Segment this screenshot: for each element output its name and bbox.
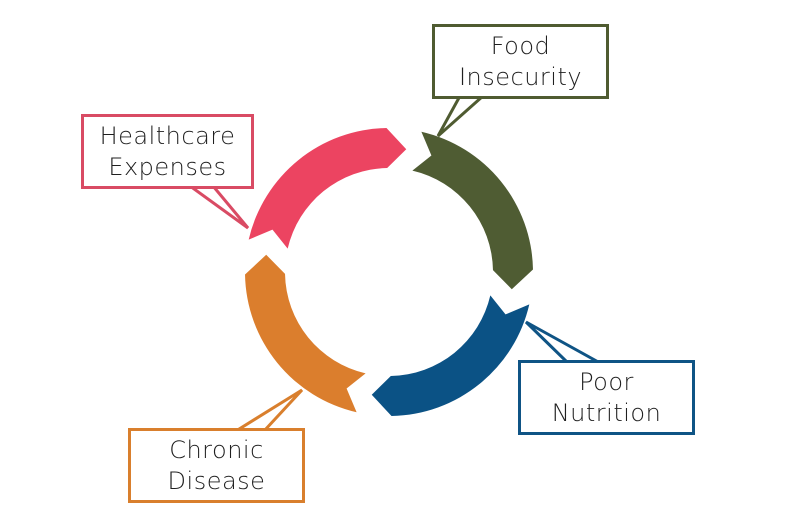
- cycle-arrow-healthcare: [248, 128, 407, 249]
- label-nutrition-line2: Nutrition: [551, 398, 662, 427]
- label-food-insecurity: Food Insecurity: [432, 24, 609, 99]
- label-nutrition-line1: Poor: [579, 367, 634, 396]
- label-food-line2: Insecurity: [458, 62, 583, 91]
- label-chronic-line2: Disease: [167, 466, 266, 495]
- callout-tail-food: [436, 94, 487, 138]
- cycle-arrows: [245, 128, 533, 416]
- label-poor-nutrition: Poor Nutrition: [518, 360, 695, 435]
- cycle-arrow-nutrition: [371, 295, 530, 416]
- label-food-line1: Food: [490, 31, 551, 60]
- label-healthcare-expenses: Healthcare Expenses: [81, 114, 254, 189]
- label-healthcare-line2: Expenses: [108, 152, 227, 181]
- cycle-arrow-chronic: [245, 254, 366, 413]
- label-healthcare-line1: Healthcare: [99, 121, 236, 150]
- label-chronic-line1: Chronic: [169, 435, 264, 464]
- callout-tail-nutrition: [524, 320, 606, 365]
- label-chronic-disease: Chronic Disease: [128, 428, 305, 503]
- cycle-arrow-food: [412, 131, 533, 290]
- callout-tail-chronic: [230, 388, 304, 433]
- callout-tail-healthcare: [185, 184, 250, 230]
